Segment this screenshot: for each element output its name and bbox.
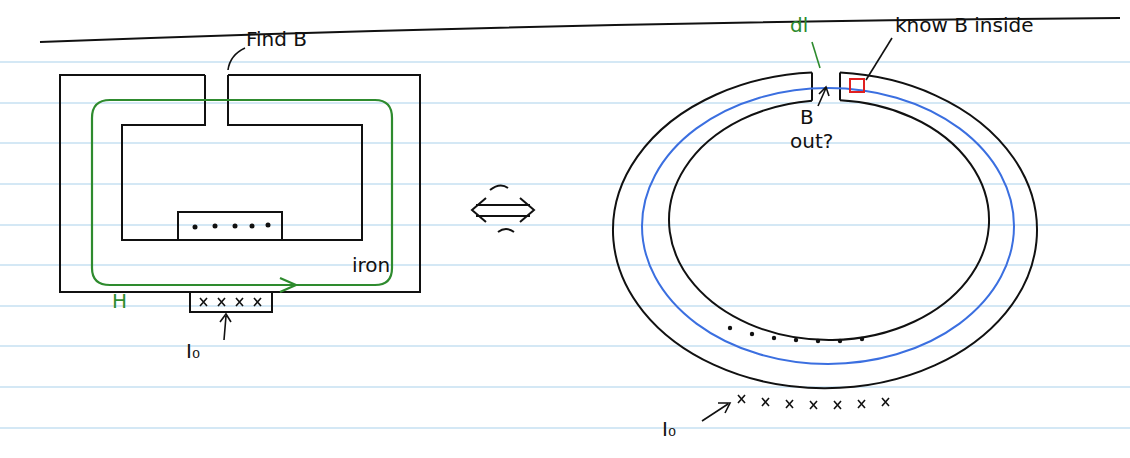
element-label: dl [790, 14, 808, 36]
field-label: B [800, 106, 814, 128]
equivalence-symbol [472, 185, 534, 232]
current-label: I₀ [662, 418, 676, 440]
current-dots [728, 326, 864, 343]
current-label: I₀ [186, 340, 200, 362]
h-loop [92, 100, 392, 285]
leader-line [866, 38, 892, 80]
blue-path [642, 88, 1014, 364]
current-arrow [220, 314, 231, 340]
current-dots [193, 223, 271, 230]
current-crosses [200, 298, 261, 306]
material-label: iron [352, 254, 390, 276]
field-label: H [112, 290, 127, 312]
current-arrow [702, 403, 730, 421]
target-label: Find B [246, 28, 307, 50]
leader-arrow [818, 87, 829, 106]
note-label: out? [790, 130, 833, 152]
iron-core [60, 75, 420, 312]
h-arrow [280, 278, 296, 292]
leader-line [228, 48, 245, 70]
current-crosses [738, 395, 889, 409]
ruled-lines [0, 62, 1130, 428]
red-box [850, 79, 864, 92]
note-label: know B inside [895, 14, 1034, 36]
dl-mark [812, 42, 820, 68]
toroid [613, 73, 1037, 389]
